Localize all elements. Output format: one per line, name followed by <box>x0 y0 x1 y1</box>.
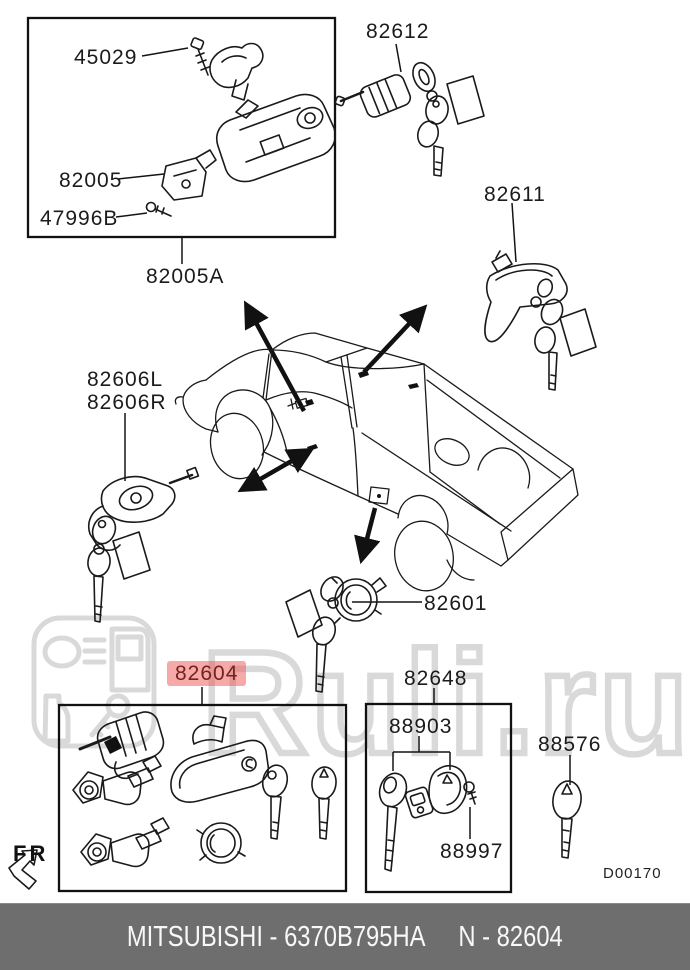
part-label-82648[interactable]: 82648 <box>404 667 468 690</box>
tailgate-lock-82611-drawing <box>484 250 597 391</box>
part-label-88997[interactable]: 88997 <box>440 840 504 863</box>
part-label-82612[interactable]: 82612 <box>366 20 430 43</box>
part-label-45029[interactable]: 45029 <box>74 46 138 69</box>
watermark-text: Ruli.ru <box>202 621 690 784</box>
part-label-82005[interactable]: 82005 <box>59 169 123 192</box>
blank-key-88576-drawing <box>552 780 582 859</box>
lock-cylinder-82612-drawing <box>334 61 485 177</box>
part-label-82005A[interactable]: 82005A <box>146 265 225 288</box>
drawing-code: D00170 <box>603 865 662 882</box>
footer-bar: MITSUBISHI - 6370B795HA N - 82604 <box>0 903 690 970</box>
transmitter-set-82648-drawing <box>378 765 477 872</box>
leader-lines <box>115 43 571 839</box>
ignition-lock-assembly-drawing <box>145 37 336 217</box>
part-label-88903[interactable]: 88903 <box>389 715 453 738</box>
footer-reference-number: N - 82604 <box>458 921 563 953</box>
vehicle-drawing <box>174 332 579 592</box>
transmitter-set-frame <box>364 702 513 894</box>
location-arrows <box>237 300 428 565</box>
lock-key-set-82604-drawing <box>72 711 337 868</box>
part-label-47996B[interactable]: 47996B <box>40 207 119 230</box>
part-label-82601[interactable]: 82601 <box>424 592 488 615</box>
footer-brand-part-code: MITSUBISHI - 6370B795HA <box>127 921 426 953</box>
fr-direction-arrow <box>8 849 38 890</box>
lock-set-frame <box>57 703 348 893</box>
fuel-cap-82601-drawing <box>285 576 387 693</box>
fr-direction-label: FR <box>13 841 49 866</box>
part-label-88576[interactable]: 88576 <box>538 733 602 756</box>
part-label-82606R[interactable]: 82606R <box>87 391 167 414</box>
part-label-82604-highlighted[interactable]: 82604 <box>167 661 247 686</box>
watermark-logo <box>31 615 157 749</box>
door-lock-82606-drawing <box>87 466 200 623</box>
part-label-82611[interactable]: 82611 <box>484 183 546 206</box>
part-label-82606L[interactable]: 82606L <box>87 368 164 391</box>
